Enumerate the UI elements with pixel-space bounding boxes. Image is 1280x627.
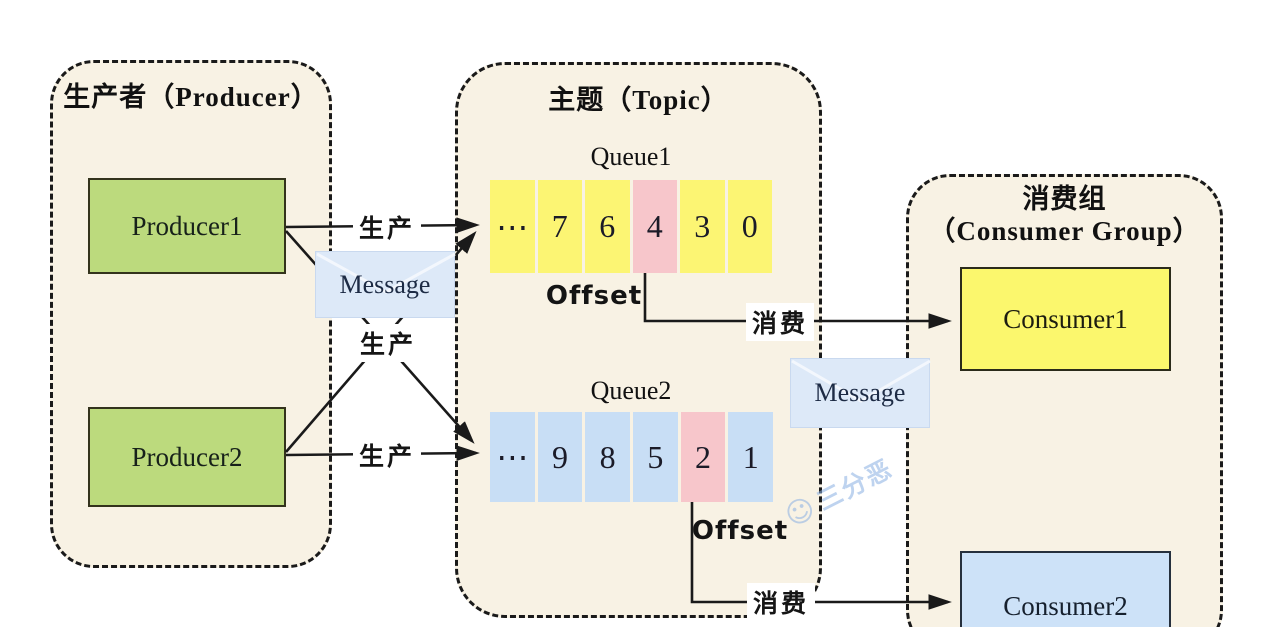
producer-group-title: 生产者（Producer） [63,82,319,112]
queue1-cell: 3 [680,180,725,273]
queue1-cell: 0 [727,180,772,273]
queue2-cell: 1 [728,412,774,502]
queue1-offset-label: Offset [545,281,643,311]
queue2-cell: 5 [633,412,678,502]
consumer2-box: Consumer2 [960,551,1171,627]
queue2-cell: 8 [585,412,631,502]
produce-label-middle: 生产 [353,324,423,362]
producer2-box: Producer2 [88,407,286,507]
queue2-cell: ⋯ [490,412,535,502]
queue2-row: ⋯ 9 8 5 2 1 [490,412,774,502]
consumer-group-title: 消费组 （Consumer Group） [909,183,1220,247]
queue1-cell: 7 [537,180,582,273]
queue1-name: Queue1 [590,142,672,171]
message-label: Message [339,269,431,299]
message-label: Message [814,378,906,407]
queue2-offset-label: Offset [691,516,789,546]
queue2-cell: 9 [537,412,583,502]
arrow-queue1-offset-to-consumer1 [643,273,952,329]
envelope-flap-icon [316,252,456,294]
queue1-row: ⋯ 7 6 4 3 0 [490,180,772,273]
arrow-queue2-offset-to-consumer2 [690,502,952,610]
topic-title: 主题（Topic） [548,85,729,115]
message-envelope-produce: Message [315,251,456,318]
queue1-cell: 6 [585,180,630,273]
queue1-cell: ⋯ [490,180,535,273]
queue2-cell-offset: 2 [680,412,726,502]
consumer-group-title-cn: 消费组 [1022,184,1107,214]
queue1-cell-offset: 4 [632,180,677,273]
producer1-box: Producer1 [88,178,286,274]
produce-label-bottom: 生产 [352,436,422,474]
envelope-flap-icon [791,359,931,403]
consume-label-bottom: 消费 [746,583,816,621]
consume-label-top: 消费 [745,303,815,341]
message-envelope-consume: Message [790,358,931,428]
produce-label-top: 生产 [352,208,422,246]
consumer-group-title-en: （Consumer Group） [928,216,1201,246]
consumer1-box: Consumer1 [960,267,1171,371]
queue2-name: Queue2 [590,376,672,405]
